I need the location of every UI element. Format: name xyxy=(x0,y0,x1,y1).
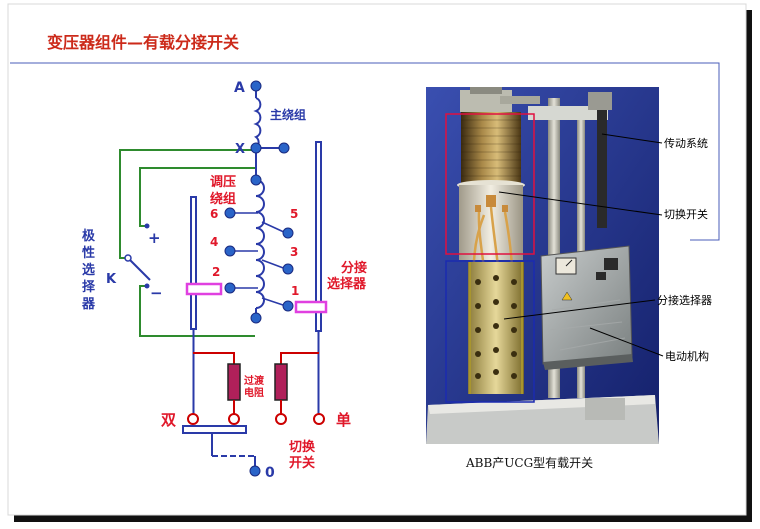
label-terminal-x: X xyxy=(235,142,245,157)
slide-shadow-bottom xyxy=(14,515,752,522)
polarity-contact-minus xyxy=(144,283,150,289)
photo-leader-lines xyxy=(498,133,664,357)
label-reg-winding-2: 绕组 xyxy=(210,191,236,207)
label-tap-2: 2 xyxy=(212,265,220,279)
polarity-wire-minus xyxy=(139,285,255,337)
resistor-wire-right xyxy=(280,352,319,364)
svg-text:选: 选 xyxy=(82,262,95,278)
label-resistor-1: 过渡 xyxy=(244,374,265,387)
polarity-wire-outer xyxy=(119,149,255,259)
label-switch-k: K xyxy=(106,272,117,287)
label-diverter-switch: 切换开关 xyxy=(664,207,708,221)
selector-contact-2 xyxy=(185,282,223,296)
transition-resistor-left xyxy=(227,363,241,401)
slide-shadow-right xyxy=(746,10,752,522)
label-resistor-2: 电阻 xyxy=(244,386,264,399)
odd-selector-bar xyxy=(190,196,197,330)
title-rule xyxy=(10,62,720,241)
svg-text:极: 极 xyxy=(82,228,96,244)
reg-winding-coil xyxy=(255,179,265,309)
label-tap-4: 4 xyxy=(210,235,218,249)
schematic: A 主绕组 X 调压 绕组 6 5 4 3 2 1 极 性 选 择 器 K + … xyxy=(81,80,367,481)
label-tap-3: 3 xyxy=(290,245,298,259)
label-plus: + xyxy=(148,229,161,247)
label-tap-selector-1: 分接 xyxy=(341,260,367,276)
polarity-pivot xyxy=(124,254,132,262)
terminals xyxy=(224,80,294,324)
diverter-moving-bar xyxy=(182,425,247,434)
polarity-blade xyxy=(127,257,151,281)
transition-resistor-right xyxy=(274,363,288,401)
label-reg-winding-1: 调压 xyxy=(210,175,236,190)
label-motor-mechanism: 电动机构 xyxy=(665,349,709,363)
photo-caption: ABB产UCG型有载开关 xyxy=(465,456,593,470)
label-tap-1: 1 xyxy=(291,284,299,298)
label-diverter-1: 切换 xyxy=(289,439,316,455)
polarity-wire-inner xyxy=(139,167,255,227)
label-single: 单 xyxy=(336,411,351,429)
product-photo xyxy=(426,87,659,444)
label-tap-6: 6 xyxy=(210,207,218,221)
selector-contact-1 xyxy=(294,300,328,314)
label-drive-system: 传动系统 xyxy=(664,137,708,150)
photo-box-selector xyxy=(445,260,535,403)
label-tap-selector-2: 选择器 xyxy=(327,276,367,292)
label-diverter-2: 开关 xyxy=(289,455,315,471)
label-tap-selector: 分接选择器 xyxy=(657,293,712,307)
photo-box-diverter xyxy=(445,113,535,255)
resistor-wire-left xyxy=(193,352,235,364)
polarity-contact-plus xyxy=(144,223,150,229)
neutral-terminal xyxy=(249,465,261,477)
main-winding-coil xyxy=(253,97,262,149)
label-neutral: 0 xyxy=(265,465,275,481)
svg-text:性: 性 xyxy=(82,245,95,261)
slide-title: 变压器组件—有载分接开关 xyxy=(47,33,239,52)
diverter-contacts xyxy=(187,413,325,425)
svg-text:择: 择 xyxy=(82,279,96,295)
label-main-winding: 主绕组 xyxy=(270,107,306,122)
svg-text:器: 器 xyxy=(81,297,96,312)
label-minus: − xyxy=(150,284,163,302)
label-double: 双 xyxy=(161,411,176,429)
label-terminal-a: A xyxy=(234,80,245,96)
label-polarity-selector: 极 性 选 择 器 xyxy=(81,228,96,312)
label-tap-5: 5 xyxy=(290,207,298,221)
